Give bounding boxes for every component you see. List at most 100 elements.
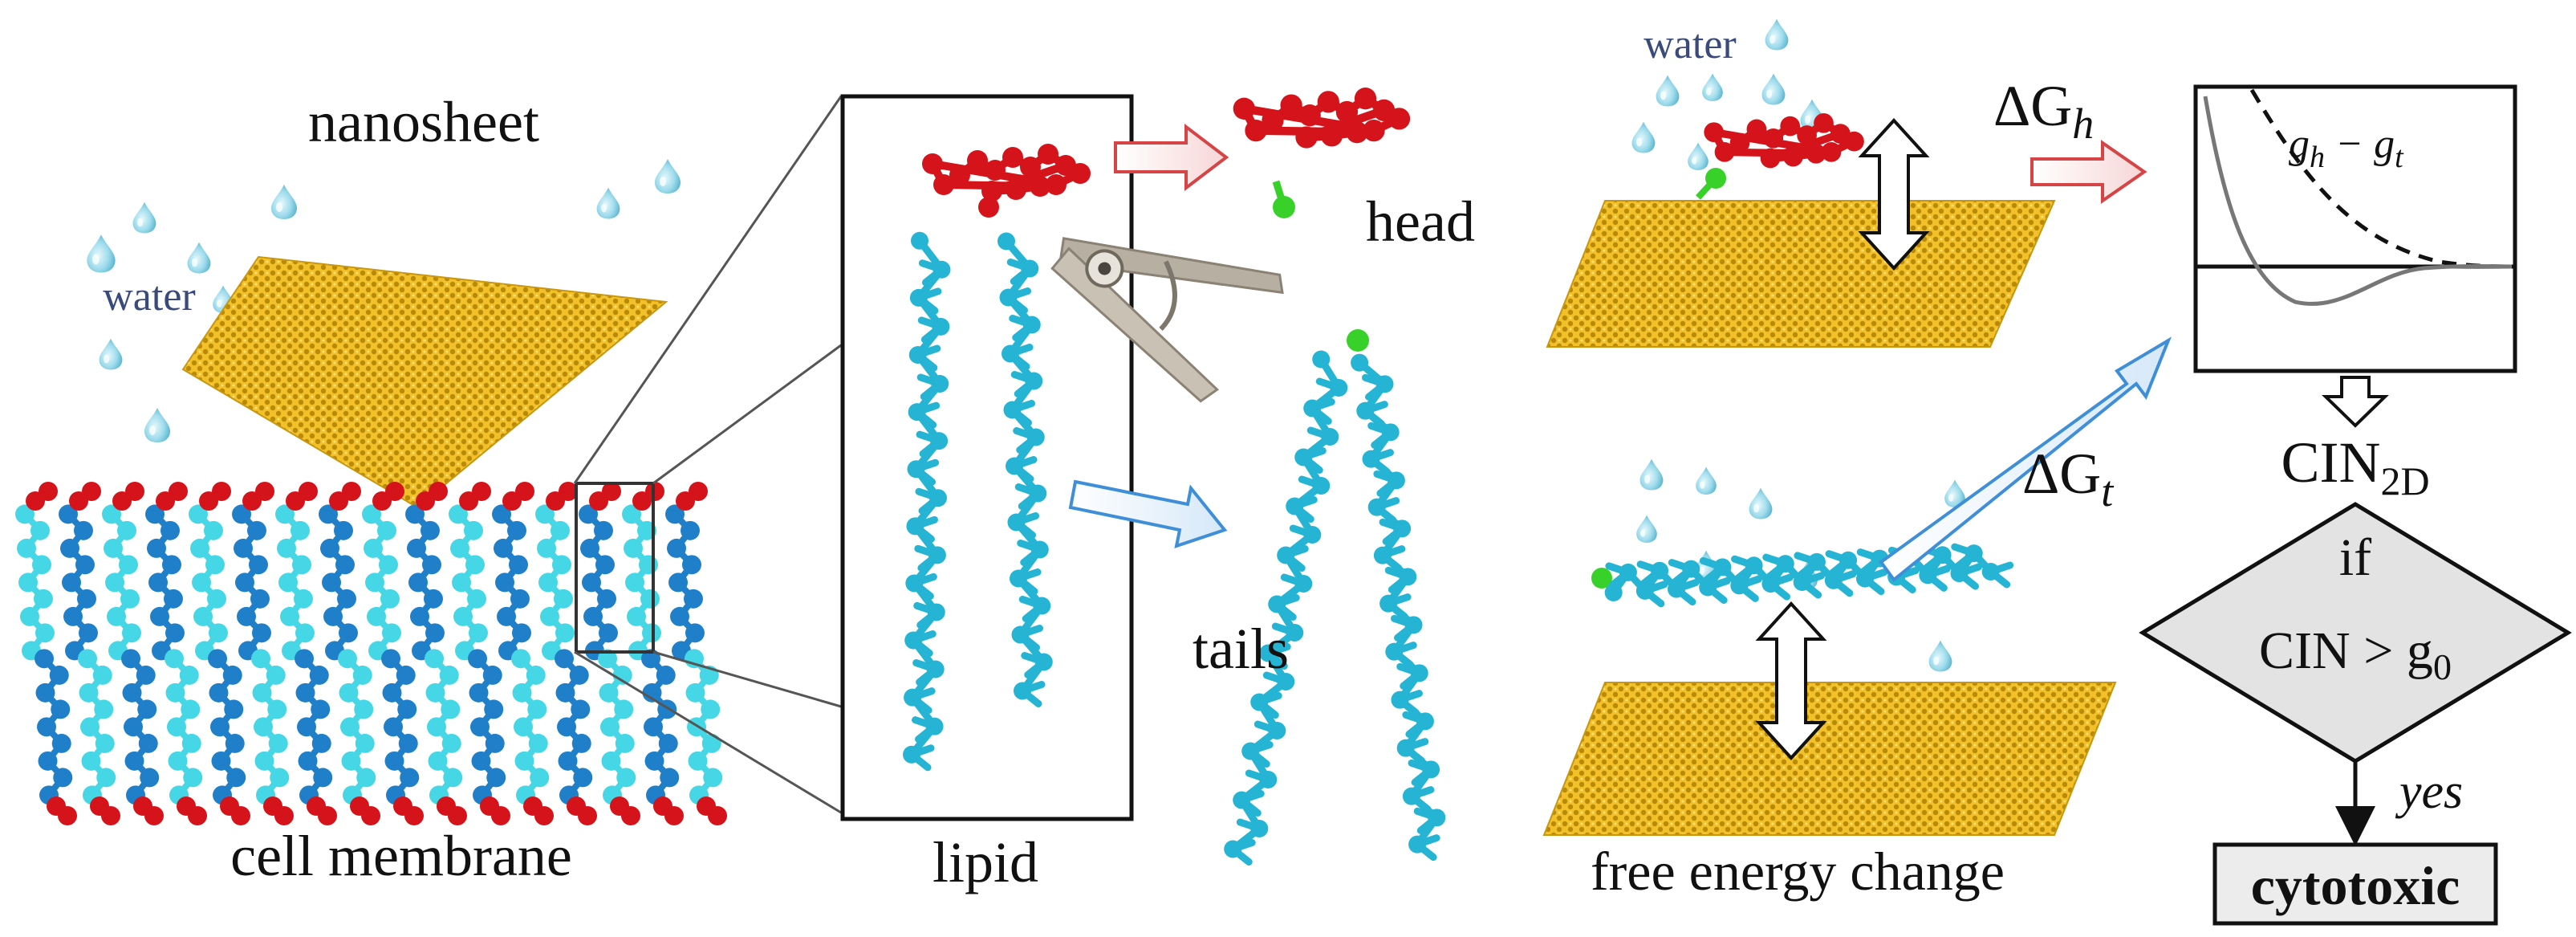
membrane-lipid-top (622, 504, 661, 661)
left-panel: nanosheet water cell membrane (15, 90, 843, 888)
water-drop-icon (1631, 121, 1656, 153)
water-label-left: water (103, 274, 195, 320)
cin-2d-label: CIN2D (2281, 430, 2429, 503)
decision-if: if (2339, 528, 2371, 587)
membrane-lipid-bottom (641, 649, 680, 805)
water-drop-icon (1639, 458, 1664, 491)
lipid-panel: lipid (840, 94, 1284, 894)
membrane-lipid-bottom (251, 649, 290, 805)
zoom-line-mid-top (652, 344, 842, 485)
water-drop-icon (187, 242, 211, 274)
membrane-lipid-top (535, 504, 575, 661)
membrane-lipid-bottom (208, 649, 246, 805)
head-label: head (1366, 189, 1475, 254)
energy-plot-legend: gh − gt (2289, 121, 2404, 174)
tails-graphic (1224, 329, 1446, 866)
energy-plot-frame (2193, 84, 2517, 373)
membrane-lipid-bottom (598, 649, 636, 805)
cytotoxic-box (2212, 842, 2498, 926)
double-arrow-lower (1755, 601, 1827, 760)
tail-1 (1224, 350, 1348, 866)
nanosheet-lower (1542, 682, 2117, 836)
membrane-lipid-top (362, 504, 401, 661)
decision-panel: gh − gt CIN2D if CIN > g0 yes cytotoxic (2139, 84, 2572, 926)
membrane-lipid-top (319, 504, 358, 661)
water-drop-icon (1928, 640, 1952, 672)
energy-curve-solid (2203, 96, 2513, 306)
water-drop-icon (1749, 487, 1773, 519)
lipid-molecule-graphic (903, 144, 1091, 772)
water-drop-icon (1765, 18, 1789, 51)
water-drop-icon (655, 159, 681, 194)
zoom-line-top (573, 96, 843, 484)
water-drop-icon (1696, 466, 1717, 495)
zoom-line-mid-bottom (652, 650, 842, 708)
membrane-lipid-bottom (338, 649, 376, 805)
water-drop-icon (271, 185, 297, 219)
membrane-lipid-top (492, 504, 531, 661)
membrane-lipid-bottom (685, 649, 723, 805)
water-drop-icon (596, 187, 620, 219)
membrane-lipid-bottom (165, 649, 203, 805)
free-energy-change-label: free energy change (1591, 841, 2005, 902)
adsorbed-head-atoms (1704, 112, 1864, 169)
lipid-head-atoms (922, 144, 1091, 202)
membrane-lipid-top (189, 504, 228, 661)
zoom-line-bottom (574, 650, 842, 814)
membrane-lipid-top (405, 504, 445, 661)
cell-membrane-label: cell membrane (230, 824, 572, 888)
adsorbed-head-graphic (1696, 112, 1864, 200)
plot-to-cin-arrow (2322, 376, 2389, 428)
membrane-lipid-top (232, 504, 271, 661)
water-drop-icon (99, 338, 123, 370)
water-drop-icon (1688, 142, 1709, 170)
delta-g-h-label: ΔGh (1993, 74, 2094, 148)
tails-arrow (1068, 479, 1228, 548)
membrane-lipid-top (102, 504, 141, 661)
membrane-lipid-top (145, 504, 185, 661)
cytotoxic-label: cytotoxic (2251, 855, 2460, 916)
tail-2 (1351, 353, 1446, 862)
water-drop-icon (1702, 73, 1723, 101)
scissors-icon (1050, 237, 1284, 403)
lipid-tail-2 (997, 232, 1053, 707)
head-arrow (1114, 123, 1229, 192)
adsorbed-tail-chain (1604, 543, 2014, 608)
double-arrow-upper (1858, 118, 1930, 271)
water-drop-icon (1636, 515, 1657, 543)
water-drop-icon (1656, 75, 1680, 107)
delta-g-t-arrow (1879, 336, 2172, 582)
head-atoms (1233, 88, 1411, 149)
membrane-lipid-bottom (121, 649, 160, 805)
membrane-lipid-bottom (78, 649, 116, 805)
lipid-components: head tails (1068, 88, 1475, 866)
membrane-lipid-bottom (425, 649, 463, 805)
membrane-lipid-bottom (555, 649, 593, 805)
membrane-lipid-top (15, 504, 55, 661)
lipid-label: lipid (932, 830, 1038, 894)
membrane-lipid-top (579, 504, 618, 661)
membrane-lipid-bottom (35, 649, 73, 805)
free-energy-panel: water free energy change ΔGh ΔGt (1542, 18, 2172, 902)
membrane-lipid-bottom (468, 649, 506, 805)
membrane-lipid-bottom (511, 649, 550, 805)
water-drop-icon (1761, 73, 1786, 105)
delta-g-h-arrow (2030, 140, 2147, 204)
cell-membrane-graphic (15, 482, 727, 825)
water-drop-icon (132, 202, 156, 234)
membrane-lipid-bottom (295, 649, 333, 805)
nanosheet-upper (1546, 200, 2056, 348)
tails-label: tails (1193, 617, 1289, 681)
membrane-lipid-top (59, 504, 98, 661)
nanosheet-graphic (181, 255, 668, 509)
membrane-lipid-top (275, 504, 315, 661)
water-label-right: water (1644, 22, 1736, 67)
adsorbed-tail-graphic (1591, 543, 2014, 608)
lipid-tail-1 (903, 231, 951, 772)
head-group-graphic (1233, 88, 1411, 218)
water-drop-icon (144, 408, 170, 442)
membrane-zoom-box (575, 482, 655, 654)
water-drop-icon (87, 234, 116, 273)
membrane-lipid-bottom (381, 649, 420, 805)
